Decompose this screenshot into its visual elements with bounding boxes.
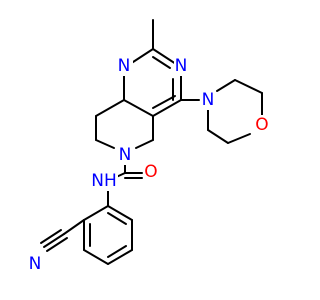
bond (107, 212, 127, 225)
bond (95, 99, 125, 117)
bond (107, 205, 133, 221)
bond (46, 237, 68, 252)
bond (83, 249, 109, 265)
atom-o-morpholine: O (255, 115, 268, 135)
bond (129, 48, 154, 65)
bond (227, 133, 251, 144)
bond (234, 79, 263, 94)
bond (152, 99, 182, 117)
molecule-structure: N N N O N NH O N (27, 19, 270, 274)
atom-labels: N N N O N NH O N (27, 56, 270, 274)
bond (135, 139, 154, 149)
bond (95, 139, 115, 149)
atom-n-top-left: N (118, 56, 131, 76)
atom-n-ring-amide: N (119, 145, 132, 165)
bond (152, 95, 176, 109)
bond (107, 249, 133, 265)
bond (107, 245, 127, 258)
atom-n-top-right: N (175, 56, 188, 76)
atom-o-carbonyl: O (144, 162, 157, 182)
bonds (40, 19, 263, 265)
atom-n-morpholine: N (202, 90, 215, 110)
bond (207, 129, 229, 144)
bond (152, 48, 177, 65)
bond (83, 205, 109, 221)
bond (216, 79, 236, 92)
bond (40, 229, 62, 244)
bond (123, 99, 154, 117)
atom-nh-amide: NH (91, 171, 117, 191)
structure-canvas: N N N O N NH O N (27, 19, 270, 274)
bond (152, 56, 171, 69)
atom-n-nitrile: N (29, 254, 42, 274)
bond (43, 233, 65, 248)
bond (63, 219, 85, 235)
